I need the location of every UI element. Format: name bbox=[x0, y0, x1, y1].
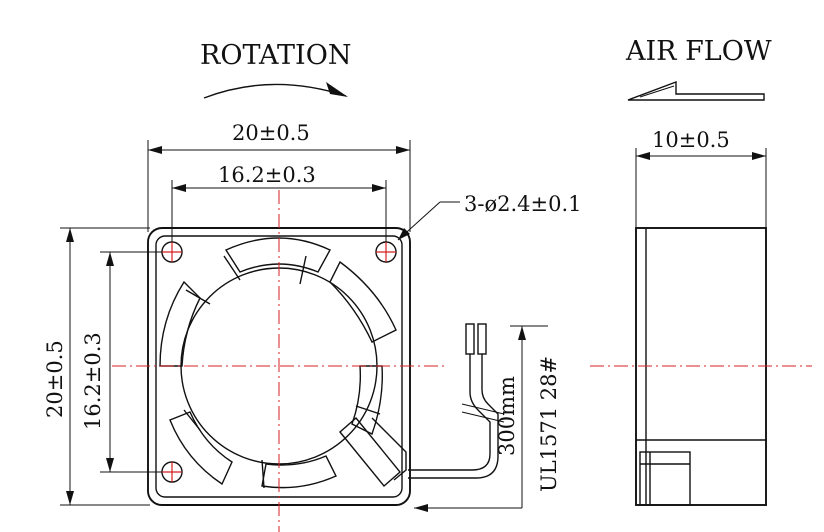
rotation-label: ROTATION bbox=[200, 40, 351, 71]
rotation-arrow bbox=[203, 82, 348, 99]
lead-wires bbox=[408, 323, 505, 479]
hole-callout-leader bbox=[397, 201, 460, 241]
wire-spec-label: UL1571 28# bbox=[537, 356, 561, 492]
frame-width-dimension bbox=[147, 140, 411, 232]
hole-spacing-v-label: 16.2±0.3 bbox=[81, 332, 105, 430]
frame-height-dimension bbox=[60, 227, 150, 506]
hole-spacing-v-dimension bbox=[100, 251, 170, 473]
hole-spacing-h-dimension bbox=[171, 180, 387, 248]
air-flow-arrow bbox=[627, 80, 765, 101]
wire-length-label: 300mm bbox=[495, 376, 519, 456]
depth-dimension bbox=[635, 148, 767, 228]
frame-width-label: 20±0.5 bbox=[232, 121, 310, 145]
mounting-hole-top-left bbox=[161, 241, 183, 263]
mounting-hole-bottom-left bbox=[161, 461, 183, 483]
depth-label: 10±0.5 bbox=[652, 128, 730, 152]
mounting-hole-top-right bbox=[375, 241, 397, 263]
hole-callout-label: 3-ø2.4±0.1 bbox=[464, 192, 582, 216]
hole-spacing-h-label: 16.2±0.3 bbox=[218, 163, 316, 187]
air-flow-label: AIR FLOW bbox=[625, 36, 772, 67]
frame-height-label: 20±0.5 bbox=[43, 340, 67, 418]
wire-length-dimension bbox=[414, 325, 548, 512]
